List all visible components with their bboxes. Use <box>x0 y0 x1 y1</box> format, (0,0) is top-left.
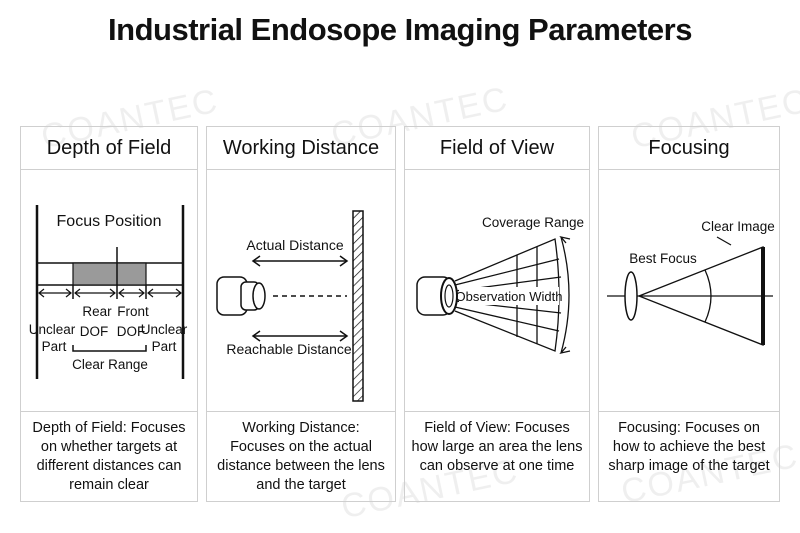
label-observation-width: Observation Width <box>456 289 563 304</box>
panel-depth-of-field: Depth of Field Focus Position Rear Front… <box>20 126 198 502</box>
field-of-view-diagram: Coverage Range Observation Width <box>405 169 589 412</box>
label-rear-dof: DOF <box>80 324 109 339</box>
label-unclear-left: Unclear <box>29 322 76 337</box>
page-title: Industrial Endosope Imaging Parameters <box>108 12 692 47</box>
panel-heading: Depth of Field <box>21 127 197 170</box>
label-clear-range: Clear Range <box>72 357 148 372</box>
panel-field-of-view: Field of View Coverage Range Observation… <box>404 126 590 502</box>
panel-caption: Working Distance: Focuses on the actual … <box>217 420 385 493</box>
panel-caption: Depth of Field: Focuses on whether targe… <box>32 420 186 493</box>
label-coverage-range: Coverage Range <box>482 215 584 230</box>
label-unclear-right: Unclear <box>141 322 188 337</box>
lens-icon <box>416 276 458 316</box>
lens-icon <box>216 276 266 316</box>
target-wall <box>352 210 364 402</box>
label-reachable-distance: Reachable Distance <box>226 341 352 357</box>
panel-focusing: Focusing Clear Image Best Focus Focusing… <box>598 126 780 502</box>
panel-heading: Working Distance <box>207 127 395 170</box>
panel-working-distance: Working Distance Actual Distance Reachab… <box>206 126 396 502</box>
label-actual-distance: Actual Distance <box>246 237 343 253</box>
label-front-dof: DOF <box>117 324 146 339</box>
focusing-diagram: Clear Image Best Focus <box>599 169 779 412</box>
label-unclear-right-part: Part <box>152 339 177 354</box>
label-clear-image: Clear Image <box>701 219 775 234</box>
label-front: Front <box>117 304 149 319</box>
panel-caption: Focusing: Focuses on how to achieve the … <box>608 420 770 474</box>
working-distance-diagram: Actual Distance Reachable Distance <box>207 169 395 412</box>
panel-heading: Field of View <box>405 127 589 170</box>
focus-lens-icon <box>624 271 638 321</box>
label-unclear-left-part: Part <box>42 339 67 354</box>
label-focus-position: Focus Position <box>57 213 162 230</box>
panel-caption: Field of View: Focuses how large an area… <box>411 420 583 474</box>
image-plane <box>761 247 765 345</box>
label-best-focus: Best Focus <box>629 251 697 266</box>
depth-of-field-diagram: Focus Position Rear Front DOF DOF Unclea… <box>21 169 197 412</box>
panel-heading: Focusing <box>599 127 779 170</box>
label-rear: Rear <box>82 304 112 319</box>
